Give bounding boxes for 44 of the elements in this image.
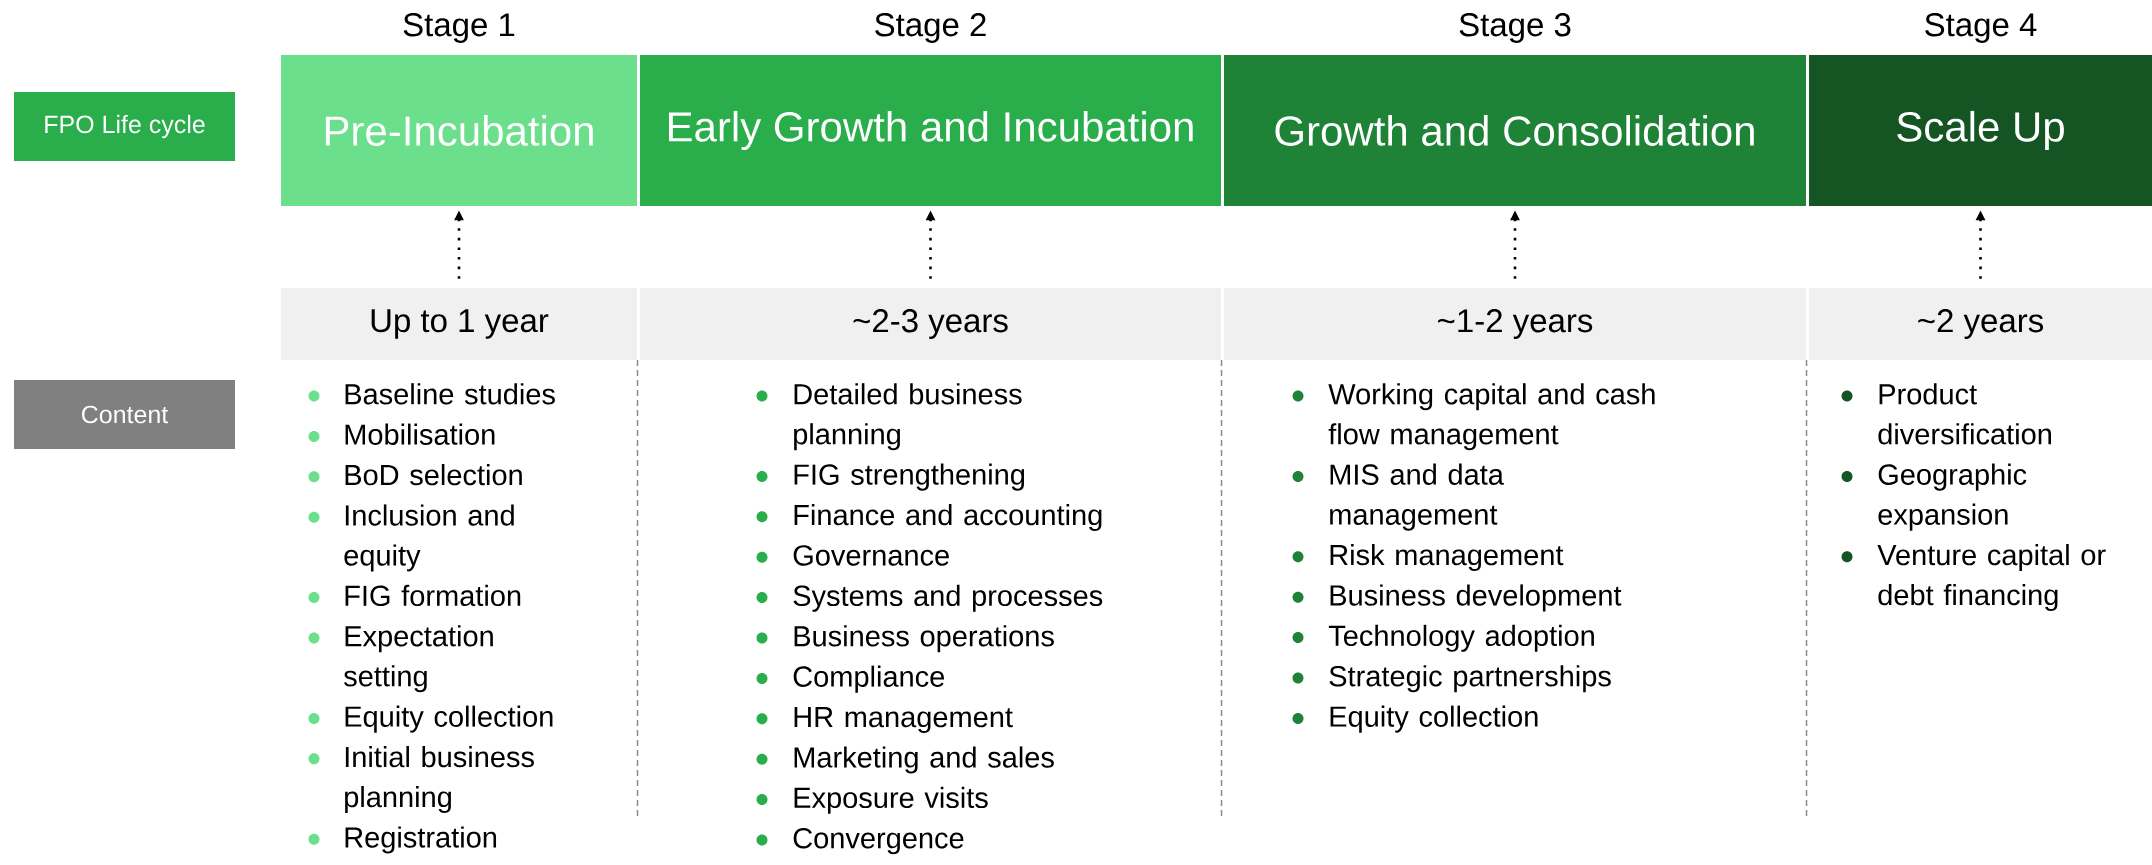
stage-heading: Stage 4 <box>1925 13 2037 43</box>
bullet-item: HR management <box>756 707 1013 734</box>
duration-box: ~2-3 years <box>640 288 1221 360</box>
bullet-item: Geographic expansion <box>1841 463 2027 531</box>
bullet-item: Venture capital or debt financing <box>1841 544 2106 612</box>
stage-band: Early Growth and Incubation <box>640 55 1221 206</box>
bullet-item: Business operations <box>756 625 1054 653</box>
bullet-item: Registration <box>308 826 497 854</box>
bullet-item: Marketing and sales <box>756 746 1054 774</box>
bullet-item: Baseline studies <box>308 383 555 405</box>
bullet-item: Risk management <box>1292 544 1564 572</box>
duration-box: ~1-2 years <box>1224 288 1806 360</box>
bullet-item: Convergence <box>756 827 964 855</box>
bullet-item: Technology adoption <box>1292 624 1594 652</box>
stage-heading: Stage 3 <box>1459 13 1571 43</box>
bullet-item: Initial business planning <box>308 746 534 814</box>
bullet-item: Expectation setting <box>308 625 493 693</box>
stage-band: Pre-Incubation <box>281 55 637 206</box>
bullet-item: MIS and data management <box>1292 463 1504 531</box>
stage-heading: Stage 2 <box>875 13 986 43</box>
bullet-item: Product diversification <box>1841 383 2051 445</box>
bullet-item: Finance and accounting <box>756 504 1102 532</box>
bullet-item: Mobilisation <box>308 423 495 445</box>
row-label: Content <box>14 380 235 449</box>
bullet-item: Business development <box>1292 584 1622 612</box>
bullet-item: Equity collection <box>308 705 553 733</box>
bullet-item: Strategic partnerships <box>1292 665 1611 693</box>
bullet-item: Detailed business planning <box>756 383 1022 451</box>
bullet-item: BoD selection <box>308 464 522 486</box>
bullet-item: FIG formation <box>308 584 521 607</box>
duration-box: ~2 years <box>1809 288 2152 360</box>
row-label: FPO Life cycle <box>14 92 235 161</box>
bullet-item: FIG strengthening <box>756 463 1025 491</box>
bullet-item: Compliance <box>756 665 944 693</box>
bullet-item: Governance <box>756 545 949 566</box>
bullet-item: Systems and processes <box>756 584 1103 612</box>
stage-band: Growth and Consolidation <box>1224 55 1806 206</box>
stage-band: Scale Up <box>1809 55 2152 206</box>
bullet-item: Inclusion and equity <box>308 504 514 572</box>
duration-box: Up to 1 year <box>281 288 637 360</box>
bullet-item: Equity collection <box>1292 705 1538 733</box>
stage-heading: Stage 1 <box>403 13 515 43</box>
bullet-item: Exposure visits <box>756 786 988 814</box>
bullet-item: Working capital and cash flow management <box>1292 383 1655 451</box>
